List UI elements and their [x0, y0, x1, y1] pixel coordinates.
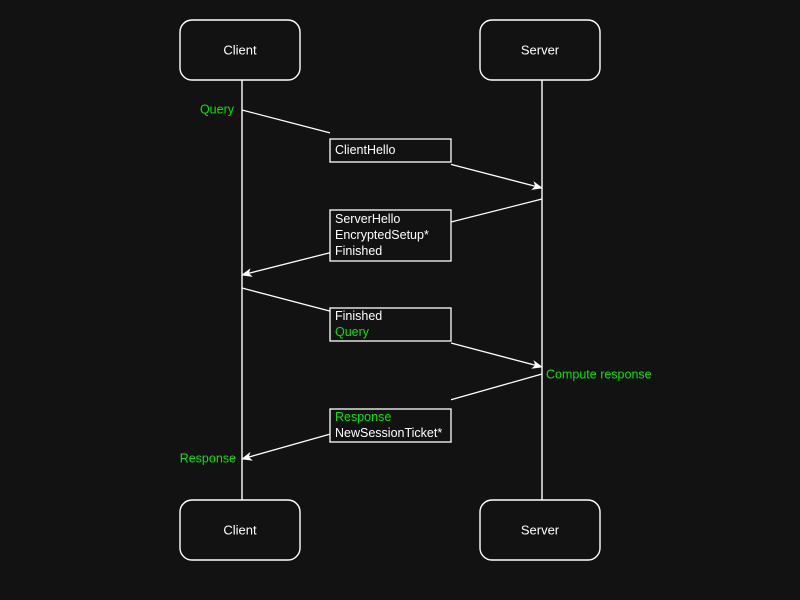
message-line-segment [450, 373, 543, 401]
message-label-line: NewSessionTicket* [335, 426, 442, 440]
message-m1: ClientHello [241, 109, 543, 190]
message-label-box[interactable] [329, 307, 452, 342]
message-label-box[interactable] [329, 138, 452, 163]
actor-label-server-top: Server [521, 42, 560, 57]
actor-label-server-bottom: Server [521, 522, 560, 537]
message-label-line: ServerHello [335, 212, 400, 226]
actor-label-client-top: Client [223, 42, 257, 57]
message-line-segment [241, 287, 331, 312]
message-label-line: Finished [335, 244, 382, 258]
message-line-segment [450, 198, 543, 223]
message-line-segment [450, 163, 543, 190]
message-label-line: Response [335, 410, 391, 424]
message-label-line: Query [335, 325, 370, 339]
message-label-line: Finished [335, 309, 382, 323]
annotation-response-out: Response [180, 451, 236, 465]
message-label-line: ClientHello [335, 143, 395, 157]
actor-box-server-bottom[interactable] [479, 499, 601, 561]
actor-box-server-top[interactable] [479, 19, 601, 81]
message-line-segment [241, 252, 331, 277]
message-label-box[interactable] [329, 209, 452, 262]
annotation-compute-response: Compute response [546, 367, 652, 381]
annotation-query-in: Query [200, 102, 235, 116]
message-line-segment [241, 109, 331, 134]
message-line-segment [450, 342, 543, 369]
message-line-segment [241, 433, 331, 461]
message-label-line: EncryptedSetup* [335, 228, 429, 242]
actor-box-client-top[interactable] [179, 19, 301, 81]
actor-label-client-bottom: Client [223, 522, 257, 537]
actor-box-client-bottom[interactable] [179, 499, 301, 561]
message-label-box[interactable] [329, 408, 452, 443]
